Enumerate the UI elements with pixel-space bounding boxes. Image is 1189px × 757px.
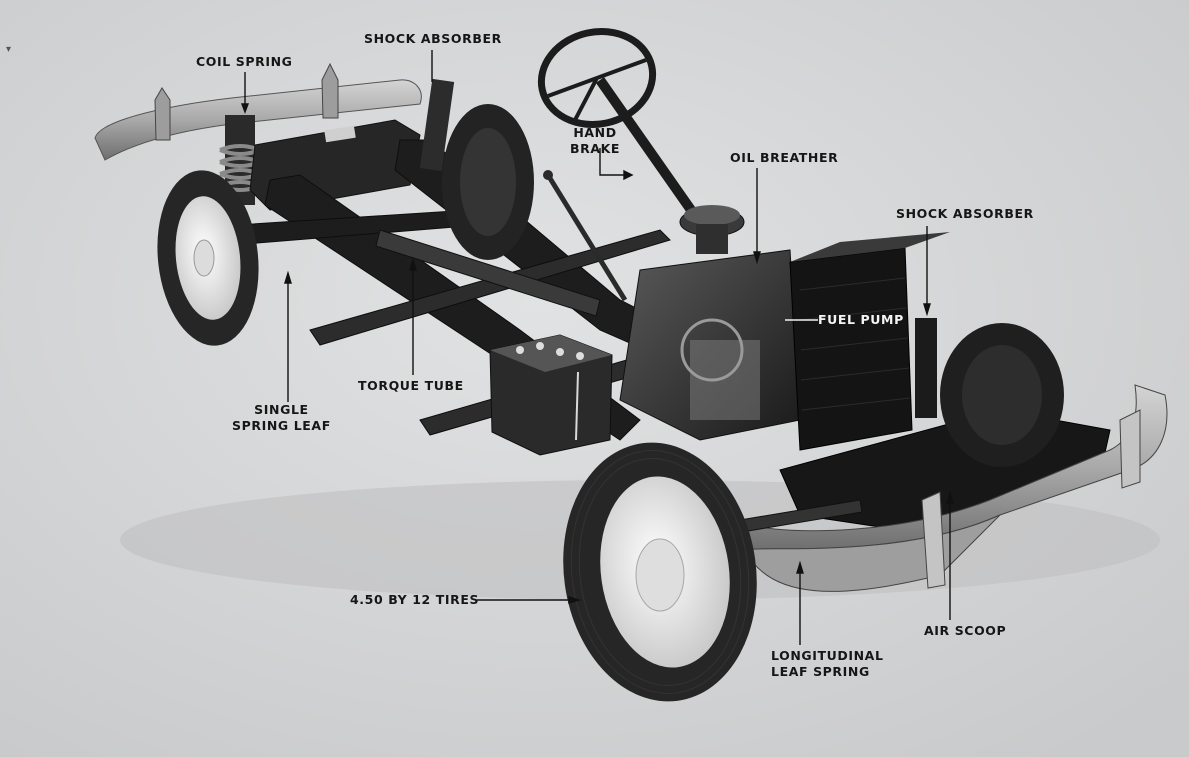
label-hand-brake: HAND BRAKE [570, 125, 620, 157]
rear-shock-absorber [419, 78, 455, 172]
steering-wheel [537, 28, 710, 233]
label-coil-spring: COIL SPRING [196, 54, 293, 69]
label-single-spring-leaf-line1: SINGLE [254, 402, 309, 417]
label-longitudinal-leaf-spring-line1: LONGITUDINAL [771, 648, 884, 663]
tank-label-plate [324, 125, 356, 143]
label-torque-tube: TORQUE TUBE [358, 378, 464, 393]
label-air-scoop: AIR SCOOP [924, 623, 1007, 638]
label-fuel-pump: FUEL PUMP [818, 312, 904, 327]
rear-bumper-guard-left [154, 87, 171, 141]
label-longitudinal-leaf-spring: LONGITUDINAL LEAF SPRING [771, 648, 884, 680]
rear-bumper [94, 79, 422, 161]
front-bumper-guard-left [921, 491, 946, 589]
rear-right-wheel [442, 104, 534, 260]
battery [489, 334, 613, 456]
rear-bumper-guard-right [321, 62, 339, 119]
label-shock-absorber-front: SHOCK ABSORBER [896, 206, 1034, 221]
front-shock-absorber [915, 318, 937, 418]
front-right-wheel [940, 323, 1064, 467]
leader-lines [240, 50, 954, 645]
corner-mark-icon: ▾ [6, 44, 11, 55]
label-longitudinal-leaf-spring-line2: LEAF SPRING [771, 664, 870, 679]
label-oil-breather: OIL BREATHER [730, 150, 839, 165]
oil-breather [679, 205, 745, 254]
label-single-spring-leaf: SINGLE SPRING LEAF [232, 402, 331, 434]
label-tires: 4.50 BY 12 TIRES [350, 592, 480, 607]
radiator [789, 232, 950, 451]
rear-left-wheel [157, 170, 259, 346]
hand-brake-lever [545, 173, 628, 302]
front-bumper-guard-right [1119, 409, 1141, 489]
label-single-spring-leaf-line2: SPRING LEAF [232, 418, 331, 433]
front-left-wheel [563, 442, 757, 702]
engine-block [619, 249, 801, 441]
label-shock-absorber-rear: SHOCK ABSORBER [364, 31, 502, 46]
torque-tube [375, 229, 601, 317]
label-hand-brake-line2: BRAKE [570, 141, 621, 156]
label-hand-brake-line1: HAND [573, 125, 617, 140]
